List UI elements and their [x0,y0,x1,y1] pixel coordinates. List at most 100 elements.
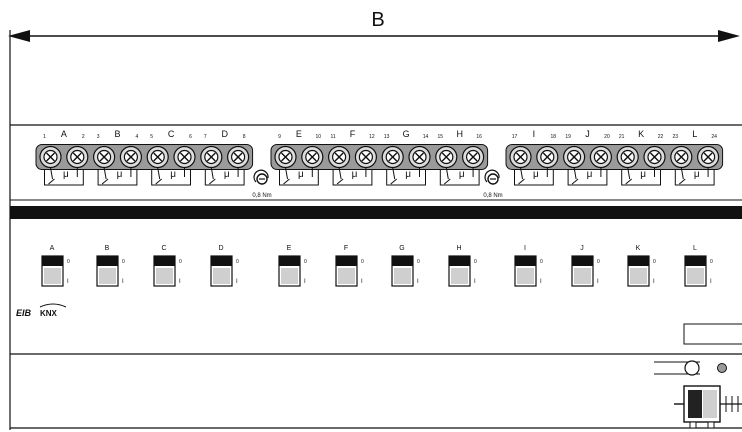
switch-on-mark: 0 [540,259,543,265]
terminal-screw[interactable] [643,145,666,169]
switch-label: E [287,245,292,252]
switch-on-mark: 0 [122,259,125,265]
programming-button[interactable] [654,360,700,376]
channel-label: E [296,129,302,139]
pin-number: 21 [619,134,625,140]
relay-symbol: μ [621,167,661,186]
manual-switch-k[interactable]: K0I [627,245,656,287]
terminal-screw[interactable] [696,145,720,169]
terminal-screw[interactable] [119,145,142,169]
pin-number: 14 [423,134,429,140]
pin-number: 2 [82,134,85,140]
manual-switch-f[interactable]: F0I [335,245,364,287]
terminal-screw[interactable] [408,145,431,169]
terminal-screw[interactable] [39,145,62,169]
manual-switch-g[interactable]: G0I [391,245,420,287]
terminal-screw[interactable] [146,145,169,169]
switch-on-mark: 0 [236,259,239,265]
terminal-screw[interactable] [509,145,532,169]
pin-number: 12 [369,134,375,140]
svg-text:μ: μ [533,169,539,180]
switch-off-mark: I [179,279,181,285]
svg-text:μ: μ [459,169,465,180]
terminal-screw[interactable] [227,145,250,169]
terminal-screw[interactable] [536,145,559,169]
switch-off-mark: I [304,279,306,285]
terminal-screw[interactable] [301,145,324,169]
terminal-screw[interactable] [92,145,116,169]
terminal-screw[interactable] [670,145,693,169]
channel-label: L [692,129,697,139]
switch-label: H [456,245,461,252]
switch-on-mark: 0 [179,259,182,265]
switch-label: K [636,245,641,252]
terminal-screw[interactable] [66,145,89,169]
pin-number: 18 [551,134,557,140]
manual-switch-j[interactable]: J0I [571,245,600,287]
switch-label: I [524,245,526,252]
switch-label: G [399,245,404,252]
terminal-screw[interactable] [589,145,613,169]
pin-number: 22 [658,134,664,140]
switch-label: D [218,245,223,252]
manual-switch-l[interactable]: L0I [684,245,713,287]
pin-number: 13 [384,134,390,140]
channel-label: I [533,129,536,139]
terminal-screw[interactable] [381,145,404,169]
channel-label: F [350,129,356,139]
pin-number: 24 [711,134,717,140]
terminal-screw[interactable] [354,145,377,169]
pin-number: 17 [512,134,518,140]
switch-off-mark: I [540,279,542,285]
channel-label: J [585,129,590,139]
pin-number: 15 [438,134,444,140]
housing [10,124,742,429]
dimension-label: B [371,9,384,31]
programming-led [717,363,727,373]
relay-symbol: μ [439,167,480,186]
terminal-screw[interactable] [435,145,458,169]
manual-switch-d[interactable]: D0I [210,245,239,287]
channel-terminal-i: 17 18 Iμ [509,129,559,186]
switch-off-mark: I [474,279,476,285]
channel-label: C [168,129,175,139]
pin-number: 1 [43,134,46,140]
bus-connector [674,385,742,429]
channel-label: G [403,129,410,139]
relay-symbol: μ [151,167,191,186]
switch-label: C [161,245,166,252]
svg-text:μ: μ [170,169,176,180]
pin-number: 8 [243,134,246,140]
channel-label: D [221,129,228,139]
terminal-screw[interactable] [462,145,485,169]
manual-switch-c[interactable]: C 0I [153,245,182,287]
terminal-screw[interactable] [328,145,351,169]
terminal-screw[interactable] [200,145,223,169]
switch-label: F [344,245,348,252]
relay-symbol: μ [204,167,245,186]
manual-switch-i[interactable]: I0I [514,245,543,287]
relay-symbol: μ [97,167,138,186]
manual-switch-a[interactable]: A0I [41,245,70,287]
manual-switch-e[interactable]: E0I [278,245,307,287]
terminal-screw[interactable] [616,145,639,169]
switch-off-mark: I [710,279,712,285]
terminal-screw[interactable] [173,145,196,169]
manual-switch-b[interactable]: B0I [96,245,125,287]
svg-text:μ: μ [587,169,593,180]
manual-switch-h[interactable]: H0I [448,245,477,287]
switch-off-mark: I [122,279,124,285]
terminal-screw[interactable] [274,145,297,169]
switch-on-mark: 0 [710,259,713,265]
terminal-screw[interactable] [562,145,586,169]
pin-number: 11 [330,134,335,140]
